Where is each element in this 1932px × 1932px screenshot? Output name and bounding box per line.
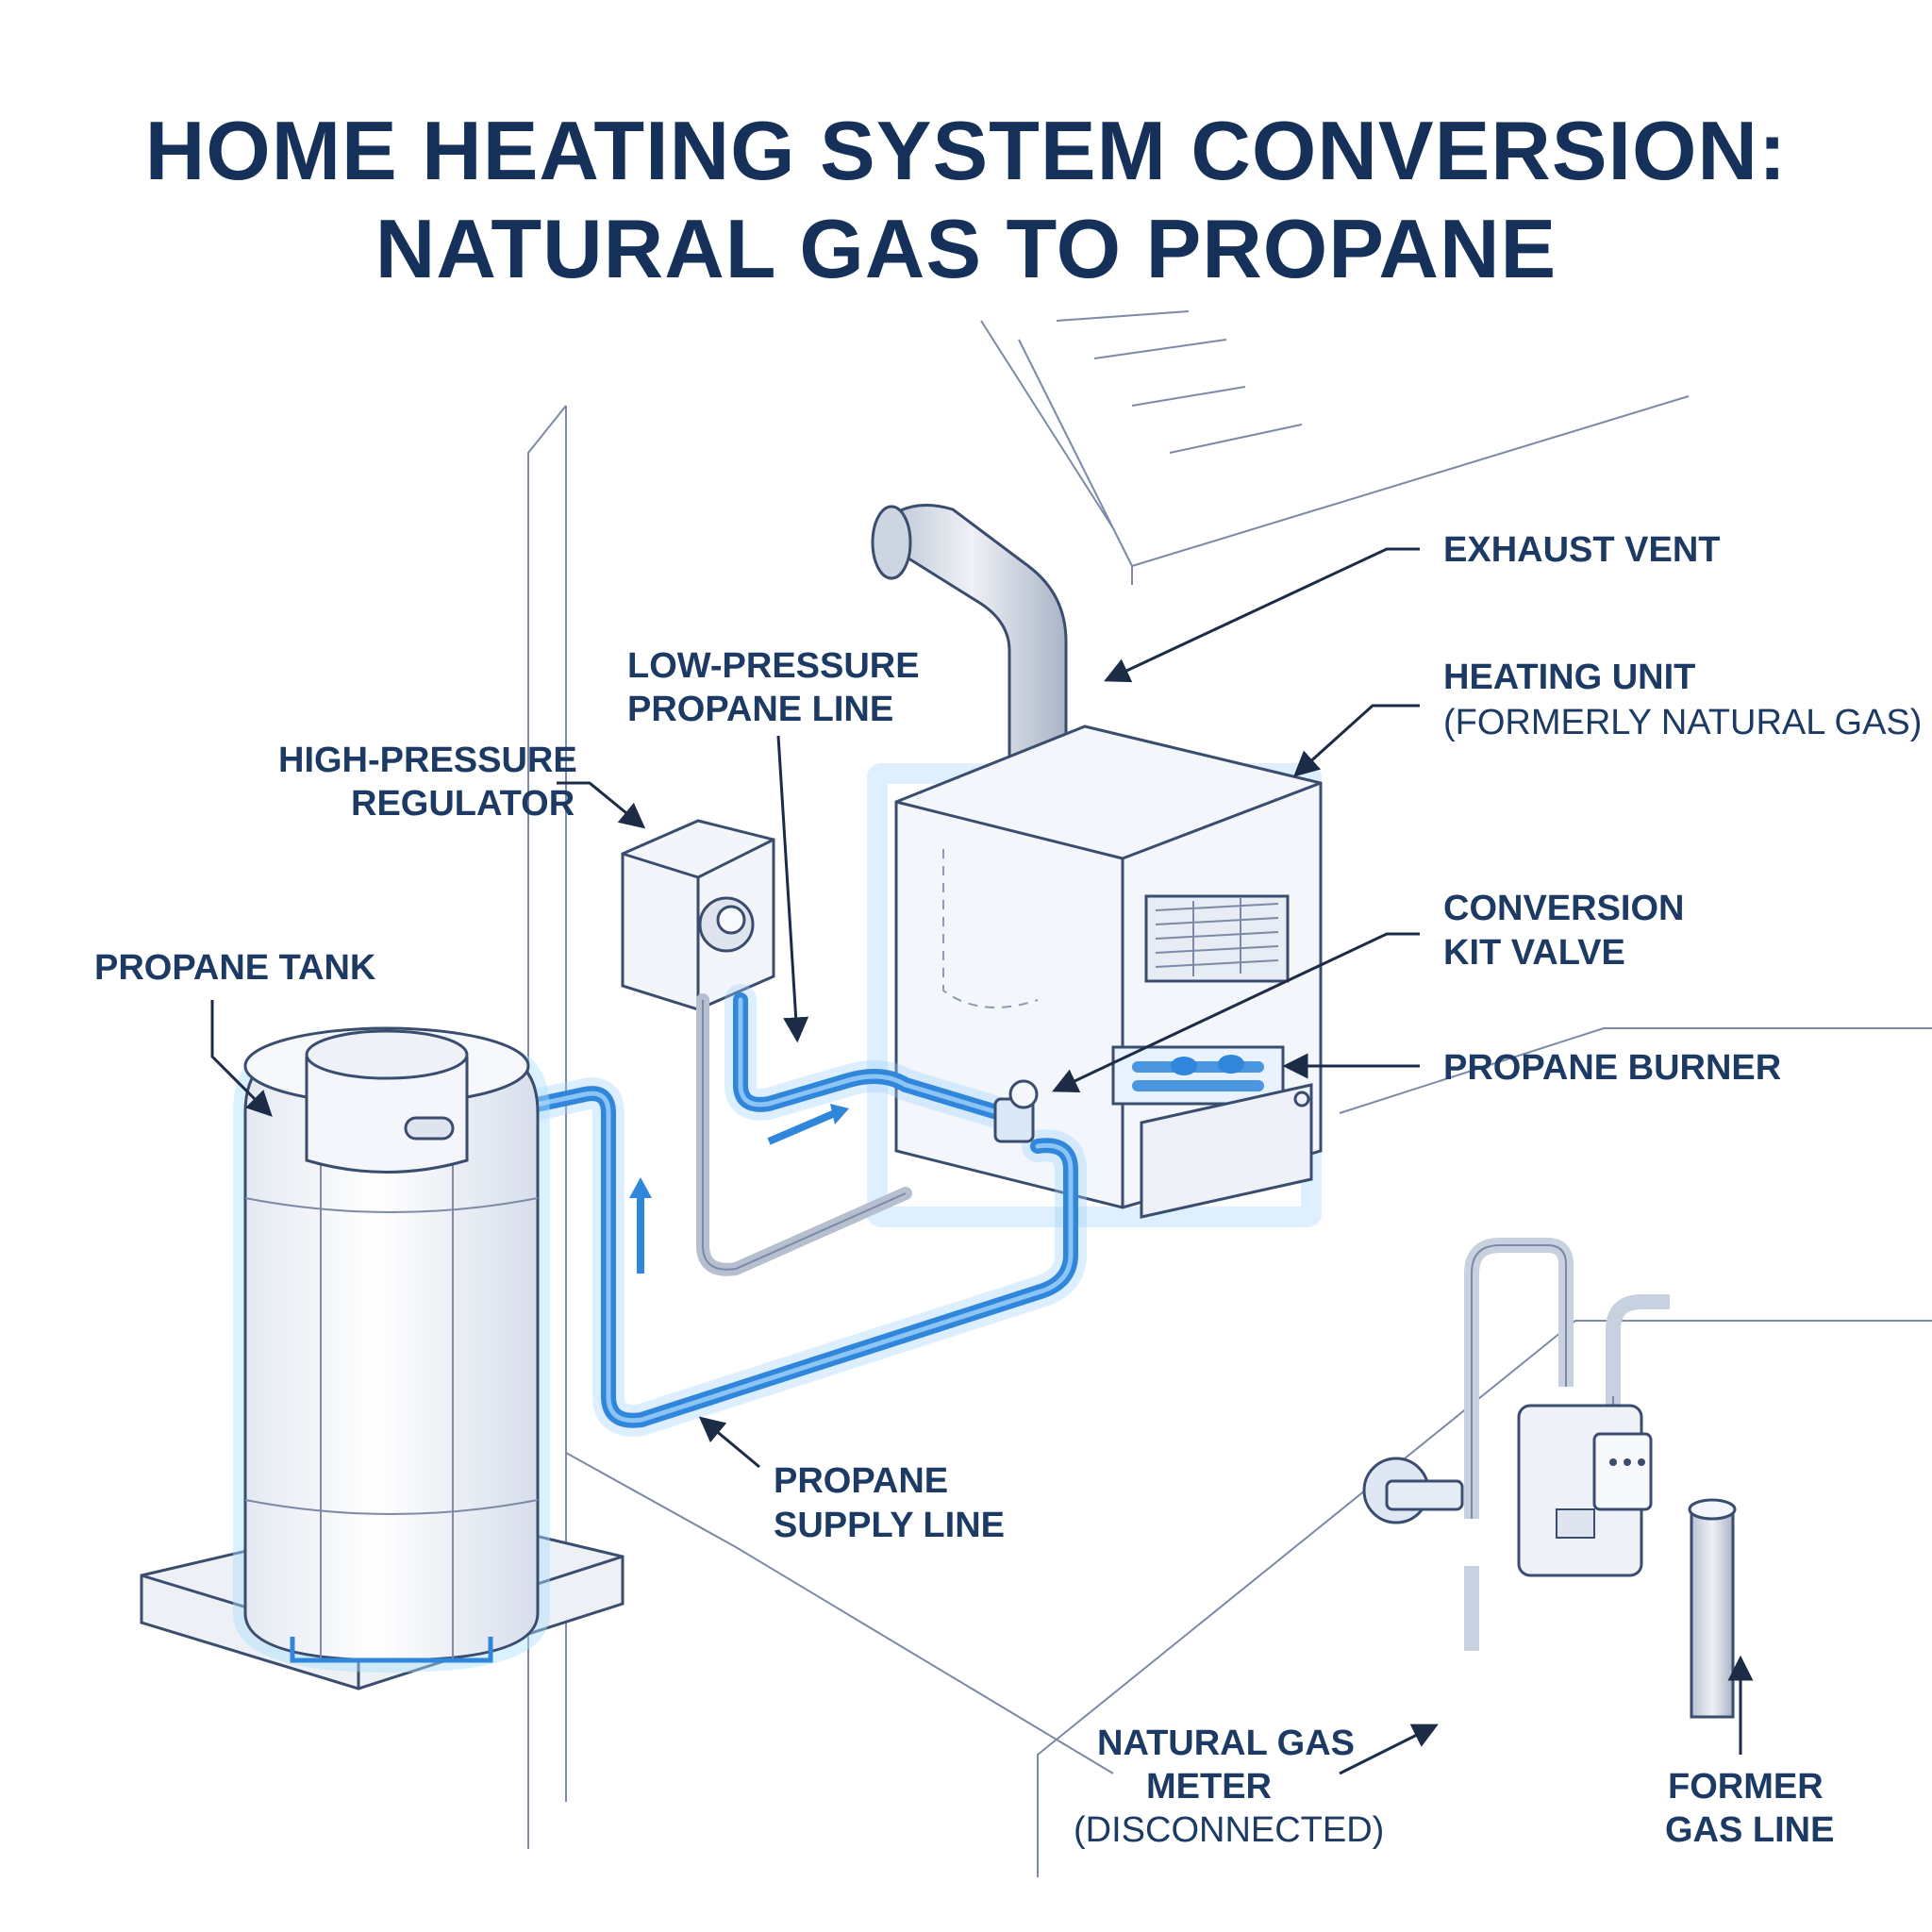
- label-low-pressure-line1: LOW-PRESSURE: [627, 646, 920, 686]
- label-natural-gas-meter: NATURAL GAS METER (DISCONNECTED): [1074, 1724, 1439, 1850]
- heating-unit-louvers: [1144, 894, 1290, 983]
- label-high-pressure-line1: HIGH-PRESSURE: [278, 741, 577, 780]
- roof-beam: [980, 320, 1114, 529]
- label-heating-unit-line1: HEATING UNIT: [1443, 658, 1695, 697]
- title-line-2: NATURAL GAS TO PROPANE: [375, 202, 1557, 295]
- label-propane-burner-text: PROPANE BURNER: [1443, 1048, 1781, 1088]
- label-conversion-kit-line2: KIT VALVE: [1443, 933, 1625, 973]
- label-supply-line2: SUPPLY LINE: [774, 1506, 1005, 1545]
- label-propane-supply-line: PROPANE SUPPLY LINE: [698, 1416, 1005, 1545]
- label-former-line1: FORMER: [1668, 1767, 1824, 1807]
- propane-burner: [1111, 1045, 1285, 1106]
- label-low-pressure-line: LOW-PRESSURE PROPANE LINE: [627, 646, 920, 1043]
- label-conversion-kit-valve: CONVERSION KIT VALVE: [1052, 889, 1684, 1093]
- label-meter-line1: NATURAL GAS: [1097, 1724, 1355, 1763]
- roof-shingles: [1056, 310, 1303, 454]
- label-high-pressure-line2: REGULATOR: [351, 784, 575, 824]
- label-former-gas-line: FORMER GAS LINE: [1665, 1655, 1834, 1850]
- flow-arrow-right: [767, 1109, 837, 1145]
- label-heating-unit: HEATING UNIT (FORMERLY NATURAL GAS): [1292, 658, 1922, 777]
- label-high-pressure-regulator: HIGH-PRESSURE REGULATOR: [278, 741, 646, 829]
- meter-area-wall: [1037, 1320, 1932, 1877]
- natural-gas-meter: [1362, 1238, 1670, 1651]
- label-meter-line2: METER: [1146, 1767, 1272, 1807]
- back-wall-line: [1339, 1027, 1932, 1114]
- label-exhaust-vent: EXHAUST VENT: [1104, 530, 1720, 683]
- heating-unit: [867, 724, 1323, 1227]
- title-line-1: HOME HEATING SYSTEM CONVERSION:: [144, 104, 1788, 197]
- conversion-kit-valve: [993, 1079, 1039, 1143]
- label-heating-unit-line2: (FORMERLY NATURAL GAS): [1443, 703, 1922, 742]
- label-meter-line3: (DISCONNECTED): [1074, 1810, 1384, 1850]
- propane-supply-line: [437, 1077, 1087, 1437]
- label-supply-line1: PROPANE: [774, 1461, 948, 1501]
- label-former-line2: GAS LINE: [1665, 1810, 1834, 1850]
- propane-tank: [140, 1026, 625, 1690]
- high-pressure-regulator: [621, 819, 775, 1011]
- label-propane-burner: PROPANE BURNER: [1282, 1048, 1781, 1088]
- diagram-title: HOME HEATING SYSTEM CONVERSION: NATURAL …: [0, 102, 1932, 298]
- floor-line: [565, 1452, 1114, 1774]
- low-pressure-propane-line: [724, 984, 1016, 1129]
- label-exhaust-vent-text: EXHAUST VENT: [1443, 530, 1720, 570]
- label-propane-tank-text: PROPANE TANK: [94, 948, 376, 988]
- label-low-pressure-line2: PROPANE LINE: [627, 690, 893, 729]
- label-propane-tank: PROPANE TANK: [94, 948, 376, 1117]
- former-gas-line: [1688, 1498, 1737, 1719]
- label-conversion-kit-line1: CONVERSION: [1443, 889, 1684, 928]
